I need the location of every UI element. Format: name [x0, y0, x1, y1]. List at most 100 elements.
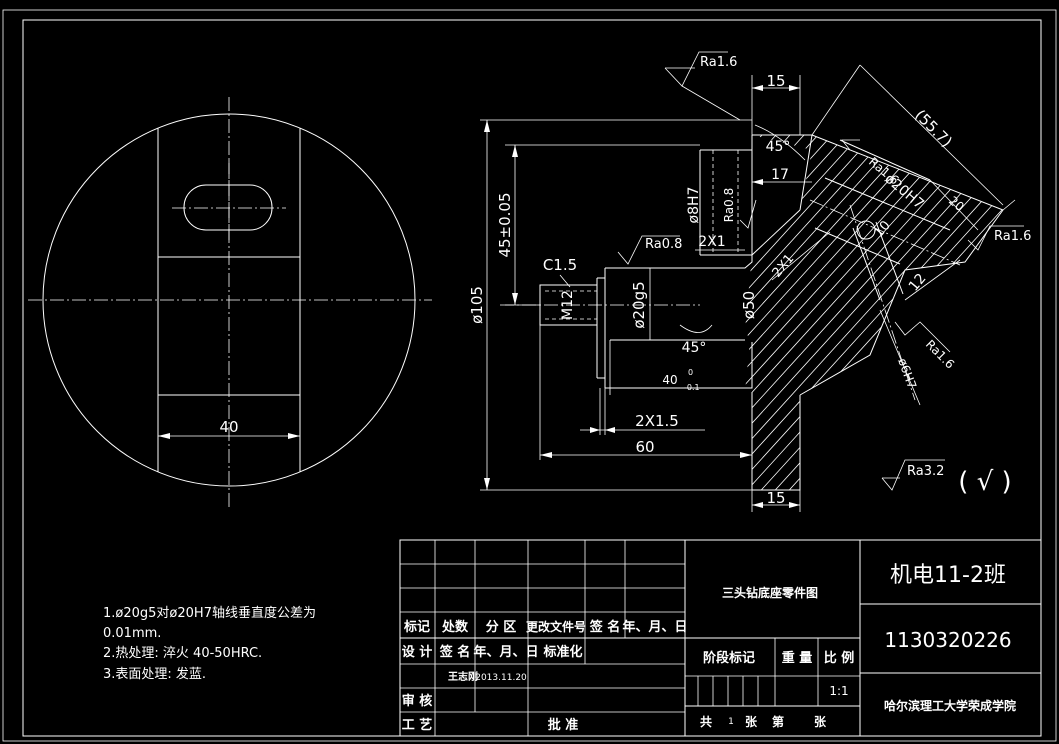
dim-45-tol: 45±0.05	[496, 192, 514, 257]
ra-symbol-general	[881, 459, 945, 491]
title-block: 三头钻底座零件图 机电11-2班 1130320226 哈尔滨理工大学荣成学院 …	[399, 539, 1042, 737]
tb-label-ymd2: 年、月、日	[473, 644, 538, 660]
ra-16-right: Ra1.6	[994, 229, 1031, 244]
hatch-line	[745, 135, 1003, 490]
hatch-line	[747, 135, 1003, 490]
dim-40-left: 40	[219, 418, 238, 436]
hatch-line	[1042, 80, 1059, 520]
dim-dia-105: ø105	[468, 286, 486, 324]
section-view: 15 (55.7) 45° 17 45±0.05 ø105 ø8H7 Ra0.8…	[468, 51, 1059, 520]
outer-border	[2, 9, 1057, 742]
ra-symbol-right	[967, 225, 1024, 251]
angled-arm	[799, 134, 1004, 396]
tb-sheets-unit: 张	[745, 714, 758, 729]
tb-student-id: 1130320226	[884, 628, 1011, 652]
tb-label-sign2: 签 名	[439, 644, 471, 660]
tb-label-ymd: 年、月、日	[622, 619, 687, 635]
note-3: 3.表面处理: 发蓝.	[103, 666, 206, 682]
tb-sheet-no: 第	[772, 714, 784, 729]
tb-label-weight: 重 量	[782, 650, 813, 666]
tb-label-zone: 分 区	[486, 619, 517, 635]
dim-20: 20	[946, 194, 967, 215]
tb-sheet-no-unit: 张	[814, 714, 827, 729]
tb-label-count: 处数	[441, 619, 469, 635]
dim-bore-8: ø8H7	[686, 187, 702, 224]
hatch-line	[775, 135, 1003, 490]
dim-15-top: 15	[766, 72, 785, 90]
tb-class-name: 机电11-2班	[890, 563, 1006, 588]
dim-60: 60	[635, 438, 654, 456]
tb-label-approve: 批 准	[548, 717, 579, 733]
dim-17: 17	[771, 167, 789, 183]
note-1: 1.ø20g5对ø20H7轴线垂直度公差为	[103, 605, 316, 621]
hatch-line	[745, 135, 897, 490]
dim-shaft-20: ø20g5	[630, 281, 648, 328]
note-1b: 0.01mm.	[103, 626, 161, 641]
tb-label-scale: 比 例	[824, 650, 855, 666]
dim-2x15: 2X1.5	[635, 412, 679, 430]
hatch-line	[873, 135, 1003, 490]
technical-notes: 1.ø20g5对ø20H7轴线垂直度公差为 0.01mm. 2.热处理: 淬火 …	[103, 605, 316, 682]
dim-10: 10	[872, 218, 894, 240]
hatch-line	[745, 135, 883, 490]
tb-date: 2013.11.20	[475, 673, 527, 683]
tb-label-review: 审 核	[402, 693, 433, 709]
dim-15-bottom: 15	[766, 489, 785, 507]
ra-symbol-low	[894, 321, 951, 353]
hatch-line	[745, 135, 1003, 490]
tb-drawing-title: 三头钻底座零件图	[722, 585, 818, 600]
dim-m12: M12	[560, 290, 576, 320]
hatch-line	[943, 135, 1003, 490]
hatch-line	[929, 135, 1003, 490]
dim-40-tol-lower: -0.1	[684, 383, 700, 392]
hatch-line	[745, 135, 1003, 490]
hatch-line	[971, 135, 1003, 490]
hatch-line	[789, 135, 1003, 490]
tb-scale-value: 1:1	[829, 684, 848, 698]
angle-45-top: 45°	[766, 139, 791, 155]
tb-school: 哈尔滨理工大学荣成学院	[884, 698, 1016, 713]
hatch-line	[745, 135, 799, 490]
hatch-line	[887, 135, 1003, 490]
hatch-line	[745, 135, 785, 490]
tb-sheets-total: 共	[700, 714, 712, 729]
oblong-slot	[183, 184, 273, 231]
dim-40-tol: 40	[662, 373, 677, 387]
hatch-line	[1014, 80, 1059, 520]
tb-label-sign: 签 名	[589, 619, 621, 635]
cross-hole	[856, 220, 876, 240]
ra-08: Ra0.8	[645, 237, 682, 252]
hatch-line	[915, 135, 1003, 490]
ra-16-top: Ra1.6	[700, 55, 737, 70]
tb-sheets-total-n: 1	[728, 717, 734, 727]
hatch-line	[761, 135, 1003, 490]
hatch-line	[745, 135, 1003, 490]
angle-45-low: 45°	[682, 340, 707, 356]
dim-557: (55.7)	[911, 106, 956, 151]
hatch-line	[985, 135, 1003, 490]
dim-c15: C1.5	[543, 256, 577, 274]
tb-label-mark: 标记	[403, 619, 430, 635]
hatch-line	[745, 135, 1003, 490]
tb-label-stage: 阶段标记	[703, 650, 755, 666]
tb-label-standard: 标准化	[542, 644, 582, 660]
tb-label-process: 工 艺	[402, 717, 433, 733]
ra-08-vertical: Ra0.8	[722, 188, 736, 223]
ra-symbol-08	[617, 235, 680, 265]
hatch-line	[803, 135, 1003, 490]
tb-designer: 王志刚	[448, 670, 478, 683]
left-view: 40	[28, 97, 432, 507]
hatch-line	[859, 135, 1003, 490]
dim-40-tol-upper: 0	[688, 368, 693, 377]
flange-outline	[605, 342, 753, 389]
tb-label-change: 更改文件号	[526, 619, 586, 634]
hatch-line	[999, 135, 1003, 490]
dim-2x1: 2X1	[698, 234, 725, 250]
ra-general-mark: ( √ )	[958, 467, 1011, 497]
hatch-line	[957, 135, 1003, 490]
ra-32-general: Ra3.2	[907, 464, 944, 479]
hatch-line	[1028, 80, 1059, 520]
tb-label-design: 设 计	[402, 644, 433, 660]
ra-symbol-top	[664, 51, 728, 87]
